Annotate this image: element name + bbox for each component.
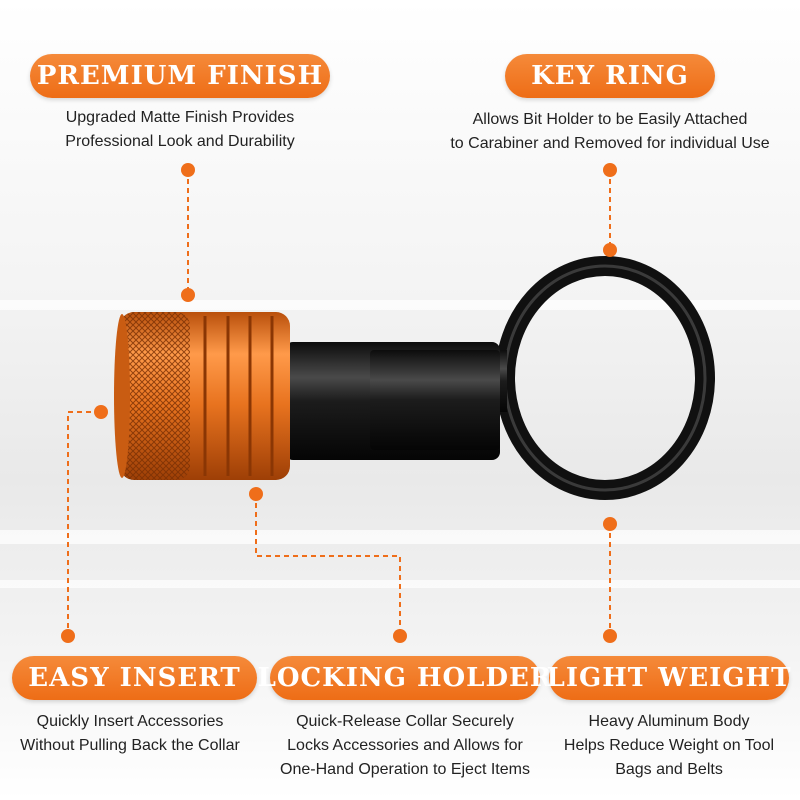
- connector-dot: [181, 163, 195, 177]
- premium-finish-description: Upgraded Matte Finish Provides Professio…: [20, 106, 340, 154]
- knurled-grip: [120, 312, 190, 480]
- premium-finish-title: PREMIUM FINISH: [36, 61, 324, 91]
- connector-dot: [181, 288, 195, 302]
- easy-insert-description: Quickly Insert Accessories Without Pulli…: [5, 710, 255, 758]
- connector-dot: [94, 405, 108, 419]
- description-line: Helps Reduce Weight on Tool: [563, 737, 775, 754]
- light-weight-title: LIGHT WEIGHT: [546, 663, 792, 693]
- description-line: Bags and Belts: [615, 761, 723, 778]
- locking-holder-badge: LOCKING HOLDER: [258, 656, 551, 700]
- connector-dot: [603, 629, 617, 643]
- easy-insert-badge: EASY INSERT: [12, 656, 257, 700]
- locking-holder-description: Quick-Release Collar Securely Locks Acce…: [262, 710, 548, 782]
- description-line: Quick-Release Collar Securely: [296, 713, 514, 730]
- description-line: One-Hand Operation to Eject Items: [280, 761, 530, 778]
- premium-finish-badge: PREMIUM FINISH: [30, 54, 330, 98]
- connector-dot: [603, 163, 617, 177]
- bit-holder-illustration: [114, 256, 715, 500]
- description-line: Locks Accessories and Allows for: [287, 737, 523, 754]
- easy-insert-title: EASY INSERT: [28, 663, 241, 693]
- description-line: Professional Look and Durability: [65, 133, 295, 150]
- connector-dot: [603, 243, 617, 257]
- key-ring-description: Allows Bit Holder to be Easily Attached …: [420, 108, 800, 156]
- connector-dot: [249, 487, 263, 501]
- locking-holder-title: LOCKING HOLDER: [257, 663, 553, 693]
- light-weight-badge: LIGHT WEIGHT: [546, 656, 792, 700]
- connector-dot: [61, 629, 75, 643]
- description-line: to Carabiner and Removed for individual …: [450, 135, 770, 152]
- background-stripe: [0, 530, 800, 544]
- key-ring-badge: KEY RING: [505, 54, 715, 98]
- description-line: Quickly Insert Accessories: [36, 713, 224, 730]
- description-line: Allows Bit Holder to be Easily Attached: [472, 111, 748, 128]
- description-line: Without Pulling Back the Collar: [20, 737, 240, 754]
- key-ring-title: KEY RING: [531, 61, 689, 91]
- connector-dot: [603, 517, 617, 531]
- description-line: Heavy Aluminum Body: [588, 713, 750, 730]
- description-line: Upgraded Matte Finish Provides: [65, 109, 295, 126]
- background-stripe: [0, 300, 800, 310]
- light-weight-description: Heavy Aluminum Body Helps Reduce Weight …: [553, 710, 785, 782]
- connector-dot: [393, 629, 407, 643]
